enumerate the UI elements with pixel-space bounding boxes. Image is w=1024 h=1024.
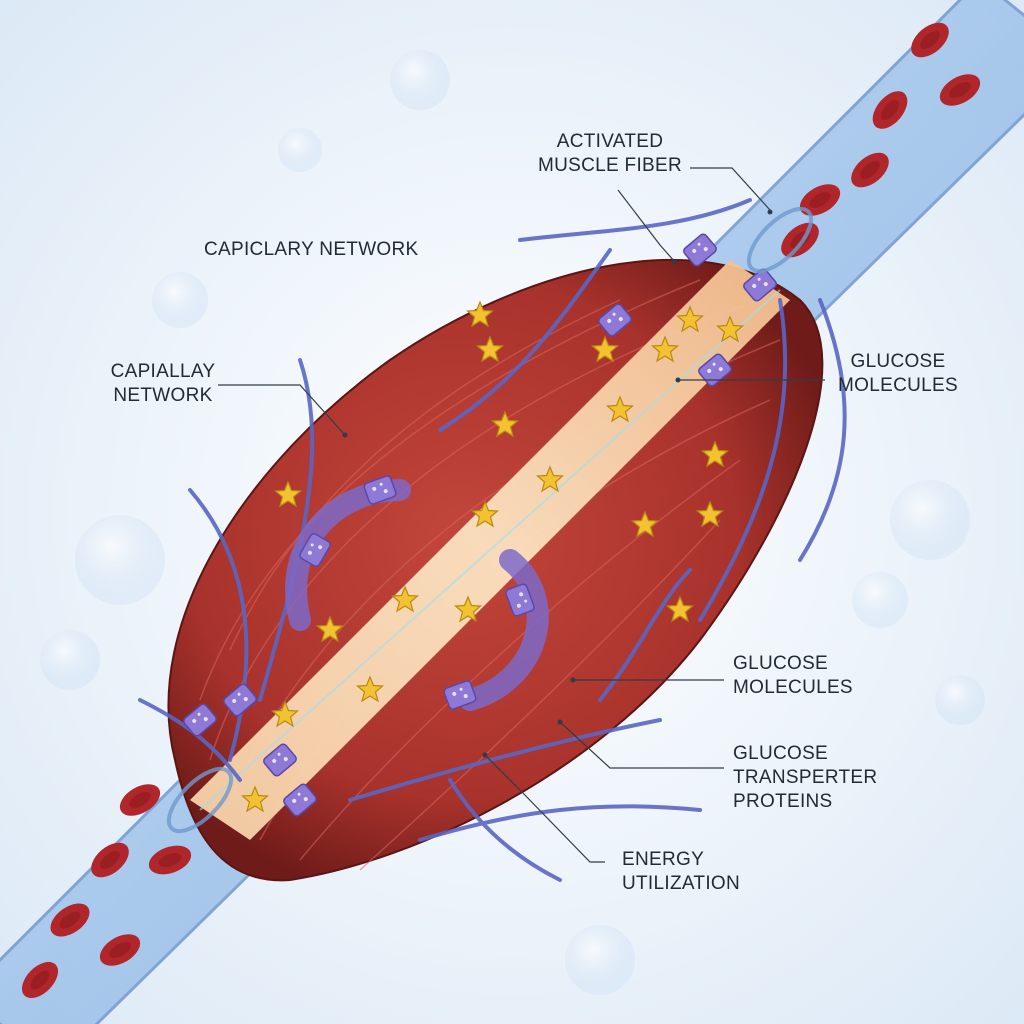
label-line: ACTIVATED xyxy=(525,130,695,154)
label-line: MUSCLE FIBER xyxy=(525,154,695,178)
label-line: TRANSPERTER xyxy=(733,766,877,790)
label-glucose-molecules-right: GLUCOSE MOLECULES xyxy=(828,350,968,398)
label-capillary-network-top: CAPICLARY NETWORK xyxy=(204,238,419,262)
label-energy-utilization: ENERGY UTILIZATION xyxy=(622,848,740,896)
label-line: CAPIALLAY xyxy=(103,360,223,384)
label-line: GLUCOSE xyxy=(828,350,968,374)
label-line: ENERGY xyxy=(622,848,740,872)
label-line: UTILIZATION xyxy=(622,872,740,896)
label-activated-muscle-fiber: ACTIVATED MUSCLE FIBER xyxy=(525,130,695,178)
label-line: GLUCOSE xyxy=(733,742,877,766)
label-glucose-molecules-lower: GLUCOSE MOLECULES xyxy=(733,652,853,700)
label-line: NETWORK xyxy=(103,384,223,408)
label-capillary-network-left: CAPIALLAY NETWORK xyxy=(103,360,223,408)
label-glucose-transporter-proteins: GLUCOSE TRANSPERTER PROTEINS xyxy=(733,742,877,814)
label-line: PROTEINS xyxy=(733,790,877,814)
label-line: GLUCOSE xyxy=(733,652,853,676)
label-line: MOLECULES xyxy=(733,676,853,700)
label-line: MOLECULES xyxy=(828,374,968,398)
